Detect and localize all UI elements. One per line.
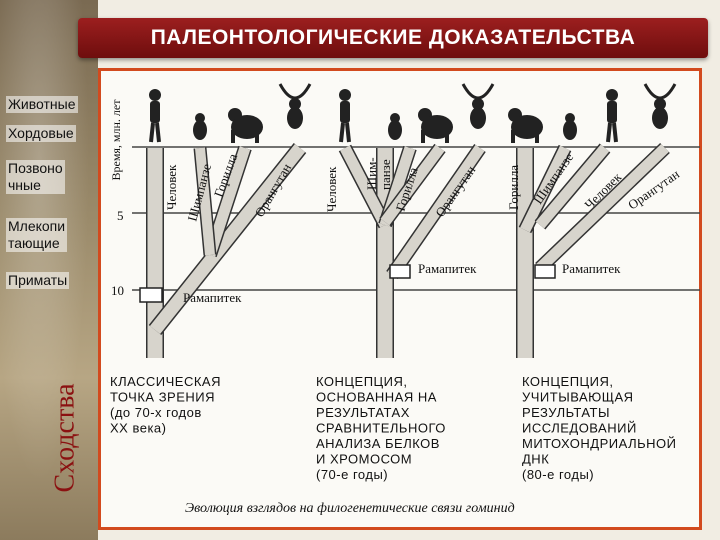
tree2-node-label: Рамапитек — [418, 261, 477, 276]
tree1-concept-text: XX века) — [110, 421, 166, 436]
human-silhouette-body — [340, 101, 350, 123]
tree3-label-gorilla: Горилла — [506, 165, 521, 210]
orangutan-silhouette-head — [289, 98, 301, 110]
page-title: ПАЛЕОНТОЛОГИЧЕСКИЕ ДОКАЗАТЕЛЬСТВА — [150, 26, 636, 49]
orangutan-silhouette-head — [472, 98, 484, 110]
human-silhouette-leg — [155, 122, 161, 143]
human-silhouette-head — [606, 89, 618, 101]
tree1-branch-gorilla — [204, 146, 251, 257]
human-silhouette-leg — [339, 122, 345, 143]
human-silhouette-leg — [612, 122, 618, 143]
left-photo-strip — [0, 0, 98, 540]
tree3-branch-chimpanzee — [520, 145, 570, 233]
orangutan-silhouette-body — [287, 107, 303, 129]
tree2-concept-text: КОНЦЕПЦИЯ, — [316, 374, 408, 389]
tree2-branch-gorilla — [380, 144, 445, 226]
tree2-concept-text: ОСНОВАННАЯ НА — [316, 390, 437, 405]
tree3-node-label: Рамапитек — [562, 261, 621, 276]
chimp-silhouette-body — [193, 120, 207, 140]
human-silhouette-head — [149, 89, 161, 101]
orangutan-silhouette-arms — [643, 83, 677, 100]
tree3-concept-text: РЕЗУЛЬТАТЫ — [522, 405, 610, 420]
tree2-label-human: Человек — [324, 166, 339, 212]
category-vertebrates: Позвоно чные — [6, 160, 65, 194]
tree3-branch-orangutan — [536, 144, 669, 272]
chimp-silhouette-head — [565, 113, 575, 123]
tree3-concept-text: (80-е годы) — [522, 467, 594, 482]
tree3-concept-text: ДНК — [522, 452, 549, 467]
tree1-concept-text: ТОЧКА ЗРЕНИЯ — [110, 390, 215, 405]
tree3-concept-text: КОНЦЕПЦИЯ, — [522, 374, 614, 389]
human-silhouette-body — [150, 101, 160, 123]
tree1-concept-text: КЛАССИЧЕСКАЯ — [110, 374, 221, 389]
human-silhouette-body — [607, 101, 617, 123]
chimp-silhouette-head — [390, 113, 400, 123]
category-animals: Животные — [6, 96, 78, 113]
category-mammals: Млекопи тающие — [6, 218, 68, 252]
tree2-concept-text: РЕЗУЛЬТАТАХ — [316, 405, 410, 420]
chimp-silhouette-body — [563, 120, 577, 140]
tree1-branch-chimpanzee — [195, 147, 215, 256]
tree2-concept-text: И ХРОМОСОМ — [316, 452, 412, 467]
axis-tick-label: 10 — [111, 283, 124, 298]
orangutan-silhouette-arms — [278, 83, 312, 100]
human-silhouette-leg — [606, 122, 612, 143]
tree2-branch-human — [340, 145, 390, 228]
tree2-node — [389, 264, 411, 279]
diagram-caption: Эволюция взглядов на филогенетические св… — [185, 501, 515, 516]
axis-label: Время, млн. лет — [109, 99, 123, 181]
tree2-concept-text: СРАВНИТЕЛЬНОГО — [316, 421, 446, 436]
tree1-node-label: Рамапитек — [183, 290, 242, 305]
human-silhouette-leg — [345, 122, 351, 143]
tree2-label-orangutan: Орангутан — [432, 163, 478, 220]
tree3-concept-text: МИТОХОНДРИАЛЬНОЙ — [522, 436, 676, 451]
chimp-silhouette-body — [388, 120, 402, 140]
tree3-node — [534, 264, 556, 279]
orangutan-silhouette-head — [654, 98, 666, 110]
chimp-silhouette-head — [195, 113, 205, 123]
orangutan-silhouette-body — [470, 107, 486, 129]
tree1-label-human: Человек — [164, 164, 179, 210]
tree1-branch-orangutan — [149, 143, 306, 335]
orangutan-silhouette-body — [652, 107, 668, 129]
axis-tick-label: 5 — [117, 208, 124, 223]
tree2-branch-orangutan — [387, 144, 485, 279]
orangutan-silhouette-arms — [461, 83, 495, 100]
tree3-concept-text: УЧИТЫВАЮЩАЯ — [522, 390, 634, 405]
tree2-label-chimpanzee: Шим-панзе — [364, 157, 393, 190]
tree1-node — [139, 287, 163, 303]
human-silhouette-leg — [149, 122, 155, 143]
title-banner: ПАЛЕОНТОЛОГИЧЕСКИЕ ДОКАЗАТЕЛЬСТВА — [78, 18, 708, 58]
category-chordates: Хордовые — [6, 125, 76, 142]
tree1-concept-text: (до 70-х годов — [110, 405, 202, 420]
tree2-concept-text: (70-е годы) — [316, 467, 388, 482]
tree3-concept-text: ИССЛЕДОВАНИЙ — [522, 421, 637, 436]
human-silhouette-head — [339, 89, 351, 101]
tree3-branch-human — [535, 144, 610, 229]
category-primates: Приматы — [6, 272, 70, 289]
tree2-concept-text: АНАЛИЗА БЕЛКОВ — [316, 436, 440, 451]
